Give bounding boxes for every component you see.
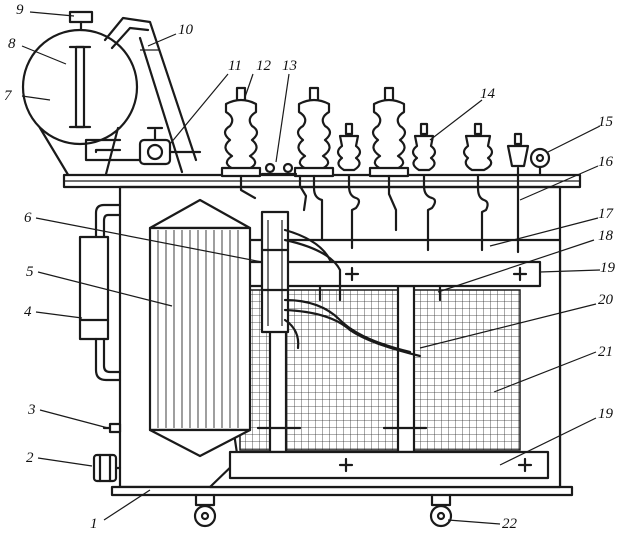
label-22: 22 <box>502 516 518 532</box>
label-3: 3 <box>27 402 36 418</box>
hv-bushings <box>220 86 410 178</box>
label-2: 2 <box>26 450 34 466</box>
label-12: 12 <box>256 58 272 74</box>
label-14: 14 <box>480 86 496 102</box>
label-19-bottom: 19 <box>598 406 614 422</box>
hv-bushing <box>368 86 410 178</box>
lv-bushing <box>411 122 437 172</box>
winding-leads <box>283 228 442 358</box>
label-11: 11 <box>228 58 242 74</box>
lifting-eye <box>529 147 551 177</box>
label-9: 9 <box>16 2 24 18</box>
label-10: 10 <box>178 22 194 38</box>
rollers <box>193 493 453 528</box>
drain-valve <box>92 453 122 483</box>
lv-bushing <box>462 122 494 172</box>
label-13: 13 <box>282 58 297 74</box>
lv-bushing <box>336 122 362 172</box>
gas-relay-pipe <box>84 126 202 166</box>
label-1: 1 <box>90 516 98 532</box>
exhaust-pipe <box>103 16 198 174</box>
tap-switch <box>260 210 290 334</box>
label-16: 16 <box>598 154 614 170</box>
bushing-leads <box>239 166 520 254</box>
label-20: 20 <box>598 292 614 308</box>
label-18: 18 <box>598 228 614 244</box>
thermosiphon-filter <box>78 203 122 382</box>
leader-lines <box>21 11 601 525</box>
lv-bushing <box>506 132 530 168</box>
label-21: 21 <box>598 344 613 360</box>
radiator <box>148 198 252 458</box>
hv-bushing <box>293 86 335 178</box>
label-6: 6 <box>24 210 32 226</box>
tap-changer-drive <box>260 162 298 176</box>
label-15: 15 <box>598 114 614 130</box>
label-5: 5 <box>26 264 34 280</box>
label-17: 17 <box>598 206 615 222</box>
hv-bushing <box>220 86 262 178</box>
label-19-top: 19 <box>600 260 616 276</box>
label-7: 7 <box>4 88 13 104</box>
lower-yoke <box>228 450 550 480</box>
conservator-tank <box>21 10 139 180</box>
roller <box>193 493 217 528</box>
roller <box>429 493 453 528</box>
upper-yoke <box>238 260 542 288</box>
label-4: 4 <box>24 304 32 320</box>
lv-bushings <box>336 122 530 172</box>
label-8: 8 <box>8 36 16 52</box>
callout-labels: 1 2 3 4 5 6 7 8 9 10 11 12 13 14 15 16 1… <box>4 2 616 532</box>
